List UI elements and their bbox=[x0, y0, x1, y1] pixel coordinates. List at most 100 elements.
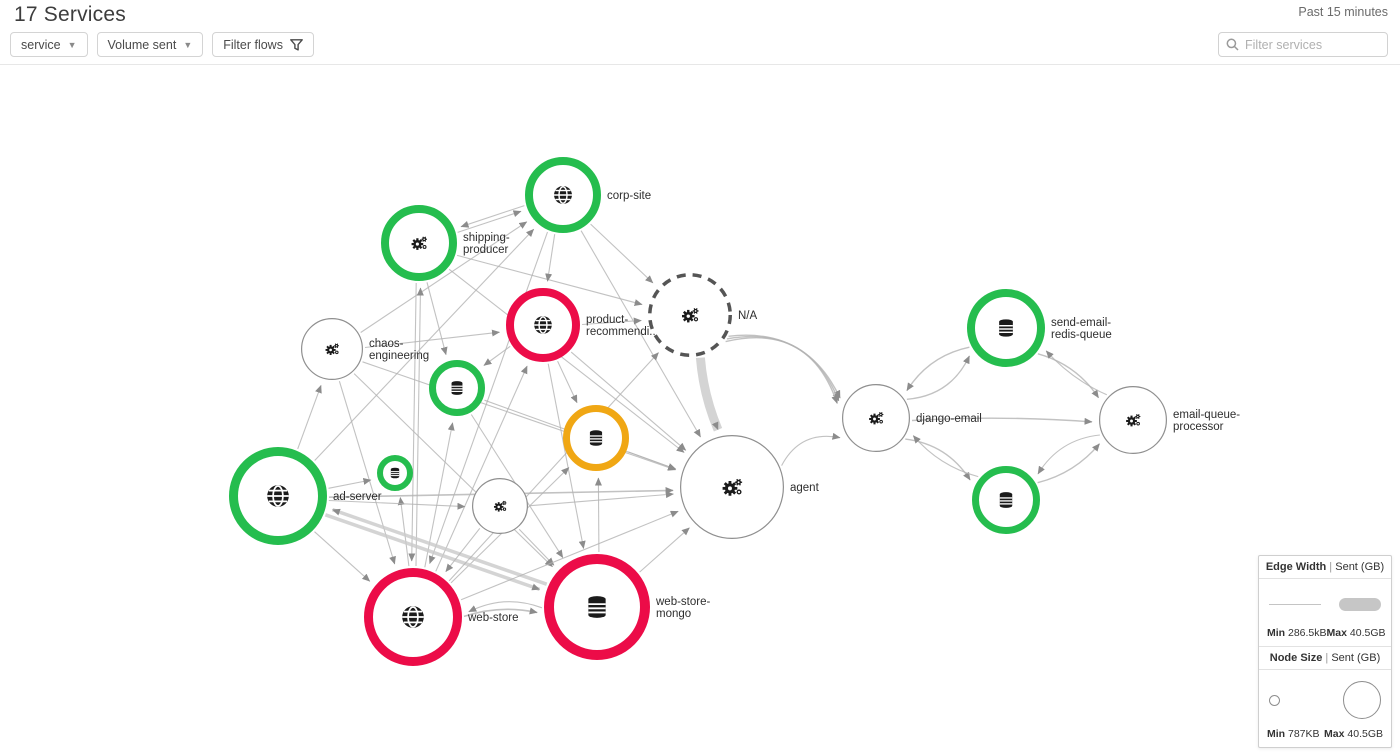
legend-node-size-section: Node Size | Sent (GB) Min 787KB Max 40.5… bbox=[1259, 646, 1391, 747]
edge-chaos-engineering-to-product-recommendation bbox=[364, 329, 500, 349]
edge-ad-server-to-chaos-engineering bbox=[297, 384, 322, 450]
edge-django-email-to-send-email-redis-queue bbox=[906, 355, 971, 400]
service-dropdown[interactable]: service ▼ bbox=[10, 32, 88, 57]
legend-edge-width-title: Edge Width | Sent (GB) bbox=[1259, 556, 1391, 579]
service-map-canvas: corp-site shipping-producer product-reco… bbox=[229, 157, 1241, 666]
edge-chaos-engineering-to-agent bbox=[362, 361, 676, 471]
node-label: send-email-redis-queue bbox=[1051, 317, 1112, 341]
search-input[interactable] bbox=[1245, 37, 1380, 52]
node-web-store-mongo[interactable]: web-store-mongo bbox=[544, 554, 710, 660]
node-agent[interactable]: agent bbox=[679, 435, 820, 540]
chevron-down-icon: ▼ bbox=[183, 40, 193, 50]
node-corp-site[interactable]: corp-site bbox=[525, 157, 651, 233]
gears-icon bbox=[493, 500, 507, 512]
node-web-store[interactable]: web-store bbox=[364, 568, 519, 666]
filter-flows-button[interactable]: Filter flows bbox=[212, 32, 314, 57]
edge-django-email-to-green-db-3 bbox=[905, 438, 971, 481]
edge-product-recommendation-to-na bbox=[582, 317, 642, 326]
node-green-db-3[interactable] bbox=[972, 466, 1040, 534]
edge-product-recommendation-to-agent bbox=[570, 351, 687, 451]
edge-ad-server-to-green-db-2 bbox=[328, 478, 372, 489]
edge-small-gears-to-agent bbox=[530, 491, 674, 507]
edge-corp-site-to-product-recommendation bbox=[545, 234, 556, 282]
legend: Edge Width | Sent (GB) Min 286.5kB Max 4… bbox=[1258, 555, 1392, 748]
toolbar: service ▼ Volume sent ▼ Filter flows bbox=[10, 32, 314, 57]
node-size-min-sample bbox=[1269, 694, 1280, 706]
edge-django-email-to-email-queue-processor bbox=[911, 417, 1093, 425]
edge-ad-server-to-web-store bbox=[314, 531, 371, 582]
volume-sent-dropdown-label: Volume sent bbox=[107, 37, 177, 52]
edge-chaos-engineering-to-web-store bbox=[338, 381, 396, 565]
database-icon bbox=[589, 430, 603, 446]
node-green-db-1[interactable] bbox=[429, 360, 485, 416]
edge-chaos-engineering-to-corp-site bbox=[360, 221, 528, 333]
database-icon bbox=[390, 467, 400, 479]
node-label: email-queue-processor bbox=[1173, 409, 1240, 433]
legend-edge-width-section: Edge Width | Sent (GB) Min 286.5kB Max 4… bbox=[1259, 556, 1391, 646]
node-orange-db[interactable] bbox=[563, 405, 629, 471]
edge-product-recommendation-to-orange-db bbox=[557, 360, 578, 404]
edge-product-recommendation-to-web-store-mongo bbox=[547, 363, 586, 549]
gears-icon bbox=[411, 236, 427, 250]
globe-icon bbox=[402, 606, 424, 628]
legend-node-minmax: Min 787KB Max 40.5GB bbox=[1267, 728, 1383, 740]
node-label: ad-server bbox=[333, 491, 382, 503]
edge-ad-server-to-corp-site bbox=[314, 228, 535, 461]
node-label: product-recommendi... bbox=[586, 314, 659, 338]
edge-web-store-mongo-to-orange-db bbox=[594, 477, 602, 553]
node-product-recommendation[interactable]: product-recommendi... bbox=[506, 288, 659, 362]
gears-icon bbox=[869, 412, 884, 425]
edge-web-store-to-green-db-2 bbox=[397, 497, 410, 567]
edge-green-db-3-to-email-queue-processor bbox=[1037, 443, 1101, 484]
gears-icon bbox=[1126, 414, 1141, 427]
header: 17 Services Past 15 minutes service ▼ Vo… bbox=[0, 0, 1400, 65]
node-django-email[interactable]: django-email bbox=[841, 384, 982, 453]
service-map: corp-site shipping-producer product-reco… bbox=[0, 65, 1400, 755]
search-icon bbox=[1226, 38, 1239, 51]
edge-web-store-to-shipping-producer bbox=[415, 287, 424, 567]
node-ad-server[interactable]: ad-server bbox=[229, 447, 382, 545]
node-na[interactable]: N/A bbox=[648, 273, 758, 357]
edge-agent-to-django-email bbox=[781, 432, 841, 466]
edge-na-to-django-email bbox=[728, 334, 841, 399]
edge-email-queue-processor-to-green-db-3 bbox=[1037, 434, 1100, 475]
gears-icon bbox=[681, 308, 699, 323]
node-size-max-sample bbox=[1343, 681, 1381, 719]
legend-edge-minmax: Min 286.5kB Max 40.5GB bbox=[1267, 627, 1386, 639]
database-icon bbox=[999, 319, 1013, 337]
globe-icon bbox=[267, 485, 289, 507]
edge-send-email-redis-queue-to-django-email bbox=[906, 346, 970, 392]
edge-green-db-3-to-django-email bbox=[912, 435, 979, 478]
edge-web-store-to-na bbox=[448, 352, 659, 582]
edge-web-store-mongo-to-web-store bbox=[468, 601, 543, 613]
chevron-down-icon: ▼ bbox=[67, 40, 77, 50]
node-send-email-redis-queue[interactable]: send-email-redis-queue bbox=[967, 289, 1112, 367]
database-icon bbox=[999, 492, 1013, 508]
edge-na-to-django-email bbox=[725, 337, 839, 404]
edge-web-store-to-web-store-mongo bbox=[463, 607, 538, 618]
node-label: agent bbox=[790, 482, 820, 494]
legend-node-size-title: Node Size | Sent (GB) bbox=[1259, 646, 1391, 670]
edge-na-to-agent bbox=[695, 357, 723, 432]
edge-small-gears-to-web-store bbox=[445, 527, 481, 572]
node-email-queue-processor[interactable]: email-queue-processor bbox=[1098, 386, 1241, 455]
node-shipping-producer[interactable]: shipping-producer bbox=[381, 205, 510, 281]
page-title: 17 Services bbox=[14, 3, 126, 26]
node-small-gears[interactable] bbox=[472, 478, 529, 535]
volume-sent-dropdown[interactable]: Volume sent ▼ bbox=[96, 32, 204, 57]
node-label: django-email bbox=[916, 413, 982, 425]
node-label: web-store-mongo bbox=[655, 596, 710, 620]
edge-chaos-engineering-to-web-store-mongo bbox=[353, 373, 553, 568]
edge-web-store-to-product-recommendation bbox=[435, 365, 528, 572]
node-green-db-2[interactable] bbox=[377, 455, 413, 491]
edge-shipping-producer-to-corp-site bbox=[457, 210, 522, 233]
filter-services-search[interactable] bbox=[1218, 32, 1388, 57]
edge-send-email-redis-queue-to-email-queue-processor bbox=[1037, 353, 1100, 399]
node-chaos-engineering[interactable]: chaos-engineering bbox=[301, 318, 430, 381]
edge-ad-server-to-web-store-mongo bbox=[324, 513, 541, 592]
edge-ad-server-to-small-gears bbox=[328, 499, 466, 510]
edge-corp-site-to-web-store bbox=[428, 231, 549, 564]
edge-width-min-sample bbox=[1269, 603, 1321, 605]
database-icon bbox=[588, 596, 606, 618]
node-label: shipping-producer bbox=[463, 232, 510, 256]
